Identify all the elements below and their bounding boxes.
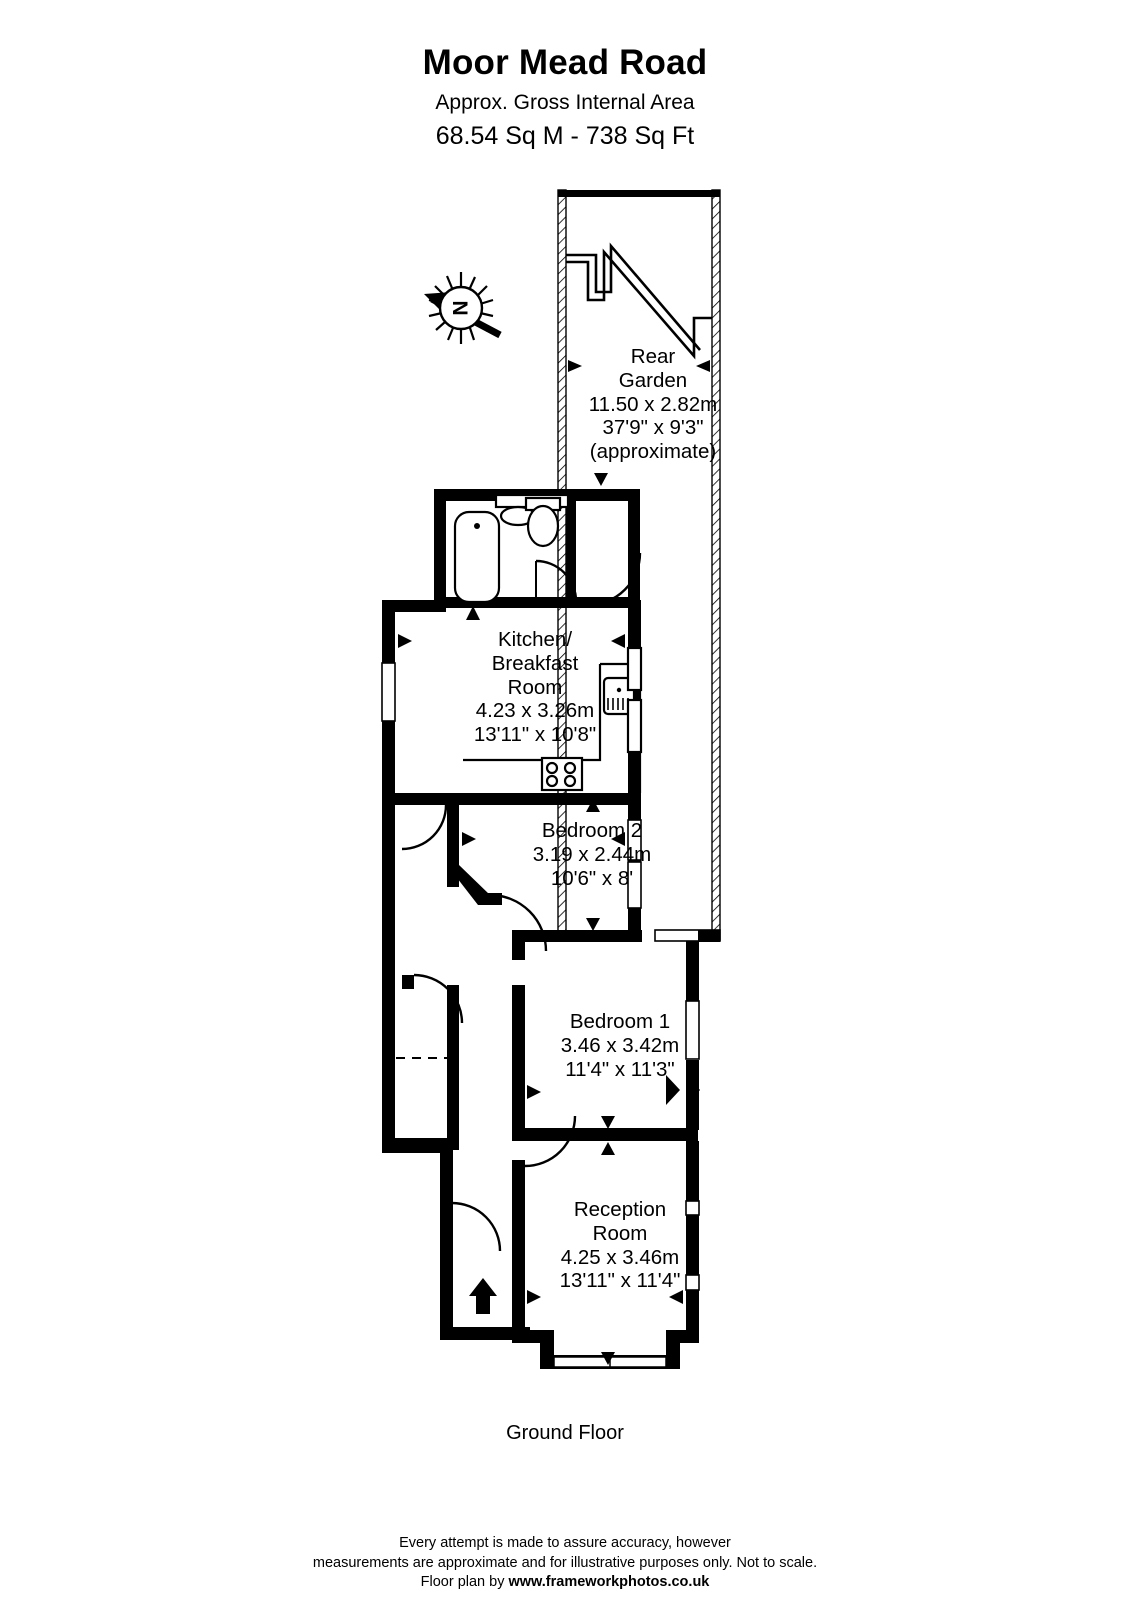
room-label-reception: Reception Room 4.25 x 3.46m 13'11" x 11'…: [470, 1198, 770, 1293]
door-bedroom1: [524, 1115, 577, 1168]
bedroom2-name: Bedroom 2: [541, 819, 643, 842]
window-kitchen-right-2: [626, 698, 643, 754]
bedroom1-dim-imperial: 11'4" x 11'3": [565, 1057, 675, 1081]
rear-garden-note: (approximate): [589, 440, 717, 464]
door-swings: [401, 552, 642, 1252]
compass-north-icon: N: [424, 272, 502, 344]
credit-brand-link[interactable]: www.frameworkphotos.co.uk: [508, 1574, 710, 1591]
disclaimer-line-2: measurements are approximate and for ill…: [312, 1554, 818, 1571]
rear-garden-name-1: Rear: [630, 345, 676, 368]
reception-dim-metric: 4.25 x 3.46m: [560, 1245, 680, 1269]
room-label-bedroom-1: Bedroom 1 3.46 x 3.42m 11'4" x 11'3": [470, 1010, 770, 1081]
door-kitchen: [401, 804, 448, 851]
kitchen-sink-icon: [602, 676, 636, 716]
rear-garden-name-2: Garden: [618, 368, 688, 392]
credit-line: Floor plan by www.frameworkphotos.co.uk: [0, 1573, 1130, 1593]
window-kitchen-right-1: [626, 646, 643, 692]
disclaimer-line-1: Every attempt is made to assure accuracy…: [399, 1535, 731, 1551]
reception-dim-imperial: 13'11" x 11'4": [559, 1269, 681, 1293]
dimension-arrow-right: [696, 360, 710, 372]
entrance-arrow-icon: [469, 1278, 497, 1314]
door-bathroom: [535, 559, 578, 602]
dimension-arrow-down: [594, 473, 608, 486]
kitchen-name-2: Breakfast: [491, 651, 579, 675]
room-label-rear-garden: Rear Garden 11.50 x 2.82m 37'9" x 9'3" (…: [498, 345, 808, 464]
rear-garden-dim-metric: 11.50 x 2.82m: [588, 392, 718, 416]
kitchen-dim-metric: 4.23 x 3.26m: [475, 699, 595, 723]
kitchen-dim-imperial: 13'11" x 10'8": [473, 723, 597, 747]
door-bedroom2: [489, 893, 548, 952]
bedroom2-dim-imperial: 10'6" x 8': [550, 866, 634, 890]
disclaimer-footer: Every attempt is made to assure accuracy…: [0, 1534, 1130, 1593]
bath-icon: [453, 510, 501, 604]
toilet-icon: [526, 504, 560, 548]
page-title: Moor Mead Road: [422, 43, 708, 82]
door-hall-rear: [587, 552, 642, 607]
dimension-arrows: [398, 606, 683, 1365]
room-label-kitchen: Kitchen/ Breakfast Room 4.23 x 3.26m 13'…: [400, 628, 670, 747]
kitchen-name-3: Room: [507, 675, 563, 699]
compass-label: N: [450, 300, 473, 315]
fixtures: [453, 493, 643, 793]
reception-name-2: Room: [592, 1221, 648, 1245]
room-label-bedroom-2: Bedroom 2 3.19 x 2.44m 10'6" x 8': [452, 819, 732, 890]
bedroom1-name: Bedroom 1: [569, 1010, 671, 1033]
reception-name-1: Reception: [573, 1198, 667, 1221]
bedroom1-dim-metric: 3.46 x 3.42m: [560, 1033, 680, 1057]
rear-garden-dim-imperial: 37'9" x 9'3": [602, 416, 704, 440]
door-reception: [451, 1201, 502, 1252]
dimension-arrow-left: [568, 360, 582, 372]
area-subtitle: Approx. Gross Internal Area: [435, 90, 695, 114]
door-cupboard: [413, 973, 464, 1024]
floor-caption: Ground Floor: [506, 1422, 624, 1444]
plan-header: Moor Mead Road Approx. Gross Internal Ar…: [0, 43, 1130, 150]
kitchen-name-1: Kitchen/: [497, 628, 573, 651]
bedroom2-dim-metric: 3.19 x 2.44m: [532, 842, 652, 866]
credit-prefix: Floor plan by: [420, 1574, 505, 1591]
gross-internal-area: 68.54 Sq M - 738 Sq Ft: [435, 121, 695, 150]
